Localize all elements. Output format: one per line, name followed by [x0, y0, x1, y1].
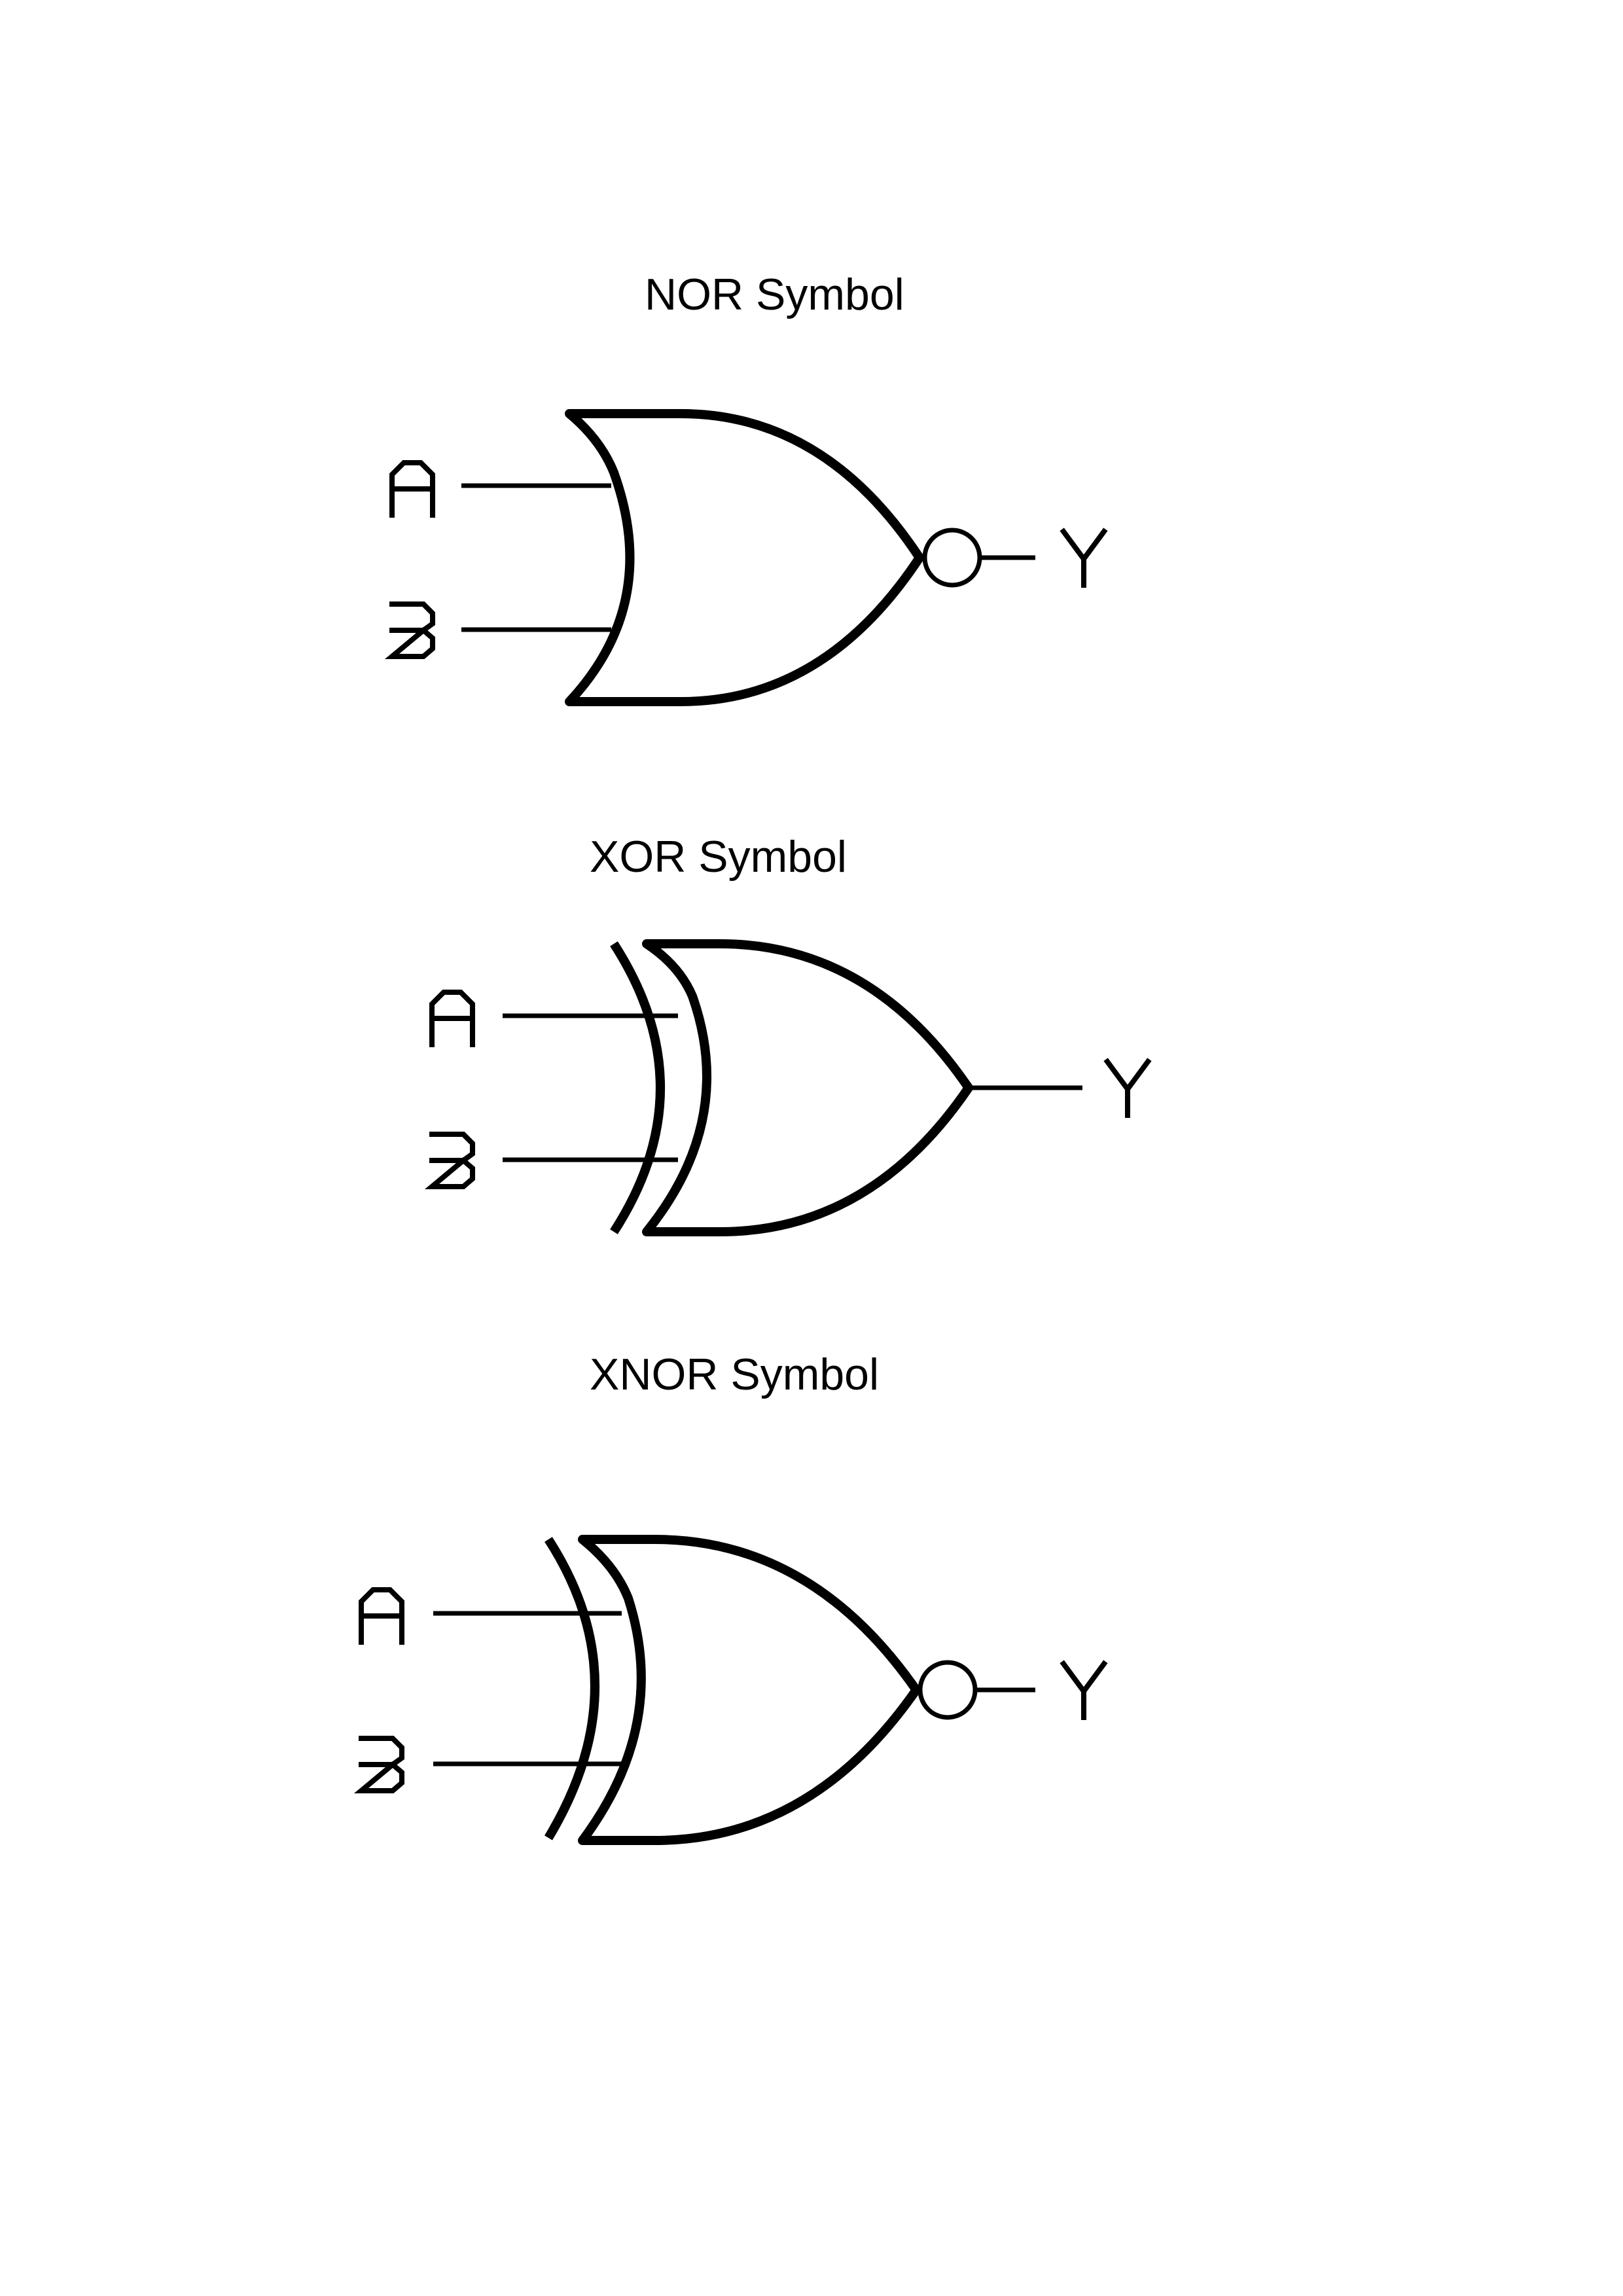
xor-output-y-label: Y	[1103, 1058, 1152, 1118]
svg-text:A: A	[361, 1588, 362, 1590]
nor-input-a-label: A	[389, 460, 435, 518]
xnor-inversion-bubble	[918, 1660, 978, 1720]
nor-input-b-label: B	[384, 601, 435, 659]
xnor-exclusive-curve	[544, 1537, 599, 1840]
xnor-output-y-label: Y	[1060, 1660, 1108, 1720]
nor-inversion-bubble	[922, 528, 982, 588]
xor-exclusive-curve	[610, 941, 665, 1234]
xor-gate-figure: XOR Symbol A B Y	[424, 832, 1152, 1236]
nor-gate-figure: NOR Symbol A B Y	[384, 270, 1108, 706]
nor-output-y-label: Y	[1060, 528, 1108, 588]
xor-title: XOR Symbol	[590, 832, 847, 882]
xor-gate-body	[642, 939, 973, 1236]
xnor-gate-figure: XNOR Symbol A B Y	[353, 1350, 1108, 1845]
xnor-title: XNOR Symbol	[590, 1350, 879, 1399]
xnor-gate-body	[578, 1535, 921, 1845]
xor-input-a-label: A	[429, 990, 475, 1047]
xnor-input-a-label: A	[359, 1587, 404, 1645]
nor-gate-body	[565, 409, 924, 706]
svg-text:A: A	[432, 991, 433, 993]
xor-input-b-label: B	[424, 1132, 475, 1189]
svg-text:A: A	[392, 461, 393, 463]
xnor-input-b-label: B	[353, 1736, 404, 1793]
nor-title: NOR Symbol	[645, 270, 904, 319]
